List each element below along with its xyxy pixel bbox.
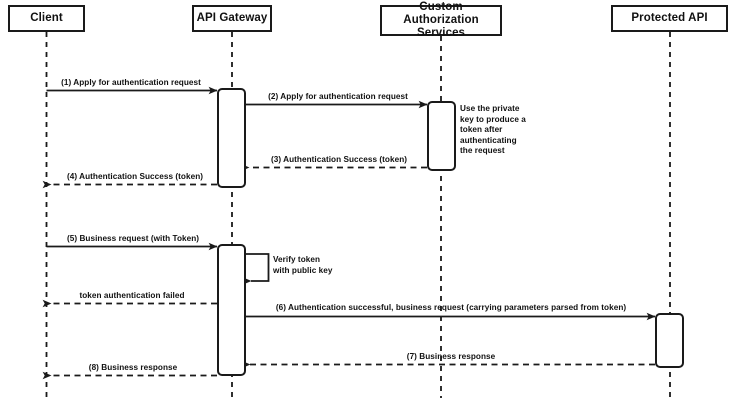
note-private-key-line-4: authenticating [460,135,517,145]
note-private-key-line-2: key to produce a [460,114,526,124]
activation-protected-api [655,313,684,368]
msg-6-label: (6) Authentication successful, business … [275,303,627,312]
msg-7-label: (7) Business response [406,352,496,361]
participant-protected-api[interactable]: Protected API [611,5,728,32]
note-private-key: Use the private key to produce a token a… [460,104,550,157]
participant-client[interactable]: Client [8,5,85,32]
msg-4-label: (4) Authentication Success (token) [66,172,204,181]
msg-5-label: (5) Business request (with Token) [66,234,200,243]
msg-self-verify-label-line-2: with public key [273,266,333,275]
participant-custom-authorization-services[interactable]: Custom Authorization Services [380,1,502,39]
msg-3-label: (3) Authentication Success (token) [270,155,408,164]
activation-custom-authorization-services [427,101,456,171]
participant-custom-authorization-services-label: Custom Authorization Services [403,1,479,39]
msg-token-failed-label: token authentication failed [79,291,185,300]
msg-8-label: (8) Business response [88,363,178,372]
note-private-key-line-5: the request [460,146,505,156]
note-private-key-line-3: token after [460,125,503,135]
msg-self-verify-label-line-1: Verify token [273,255,321,264]
note-private-key-line-1: Use the private [460,104,520,113]
msg-2-label: (2) Apply for authentication request [268,92,408,101]
activation-api-gateway-business [217,244,246,376]
activation-api-gateway-auth [217,88,246,188]
msg-self-verify-arrow [242,253,270,285]
participant-client-label: Client [30,12,63,24]
msg-1-label: (1) Apply for authentication request [61,78,201,87]
participant-api-gateway-label: API Gateway [196,12,268,24]
participant-api-gateway[interactable]: API Gateway [192,5,272,32]
participant-protected-api-label: Protected API [631,12,708,24]
